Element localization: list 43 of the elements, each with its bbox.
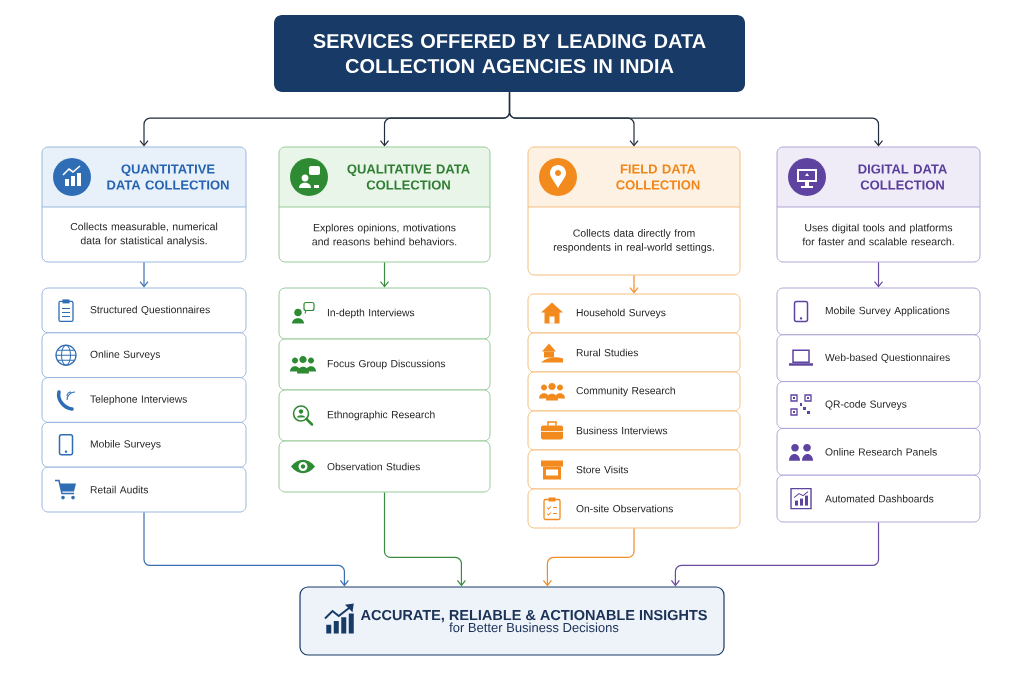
service-item: Web-based Questionnaires [776, 334, 981, 383]
arrow [143, 511, 349, 587]
service-item: In-depth Interviews [278, 287, 491, 340]
title-box: SERVICES OFFERED BY LEADING DATA COLLECTION AGENCIES IN INDIA [274, 15, 745, 92]
arrow [383, 491, 466, 587]
arrow [629, 274, 639, 294]
arrow [670, 521, 880, 587]
service-item: Observation Studies [278, 440, 491, 493]
category-card [278, 146, 491, 263]
category-card [41, 146, 247, 263]
arrow [508, 91, 884, 147]
card-heading: DIGITAL DATA COLLECTION [858, 164, 947, 190]
service-item: On-site Observations [527, 488, 741, 529]
service-item: Online Research Panels [776, 427, 981, 476]
service-item: Rural Studies [527, 332, 741, 373]
card-description: Collects measurable, numerical data for statistical analysis. [70, 222, 218, 247]
arrow [873, 261, 884, 288]
service-item: Focus Group Discussions [278, 338, 491, 391]
service-item: Business Interviews [527, 410, 741, 451]
service-item: Structured Questionnaires [41, 287, 247, 334]
category-card [527, 146, 741, 276]
service-item: Store Visits [527, 449, 741, 490]
service-item: QR-code Surveys [776, 381, 981, 429]
arrow [139, 261, 149, 288]
card-description: Explores opinions, motivations and reasons behind behaviors. [312, 223, 457, 246]
card-description: Uses digital tools and platforms for faster and scalable research. [802, 223, 954, 246]
service-item: Community Research [527, 371, 741, 412]
service-item: Automated Dashboards [776, 474, 981, 523]
service-item: Ethnographic Research [278, 389, 491, 442]
card-description: Collects data directly from respondents in real-world settings. [553, 229, 714, 253]
service-item: Retail Audits [41, 466, 247, 513]
card-heading: QUANTITATIVE DATA COLLECTION [107, 164, 229, 190]
card-heading: FIELD DATA COLLECTION [616, 164, 700, 190]
card-heading: QUALITATIVE DATA COLLECTION [347, 164, 470, 190]
service-item: Mobile Survey Applications [776, 287, 981, 336]
result-box: ACCURATE, RELIABLE & ACTIONABLE INSIGHTS for Better Business Decisions [299, 586, 725, 656]
service-item: Household Surveys [527, 293, 741, 334]
arrow [542, 527, 635, 587]
service-item: Telephone Interviews [41, 377, 247, 423]
service-item: Online Surveys [41, 332, 247, 379]
service-item: Mobile Surveys [41, 421, 247, 468]
arrow [379, 261, 390, 288]
category-card [776, 146, 981, 263]
